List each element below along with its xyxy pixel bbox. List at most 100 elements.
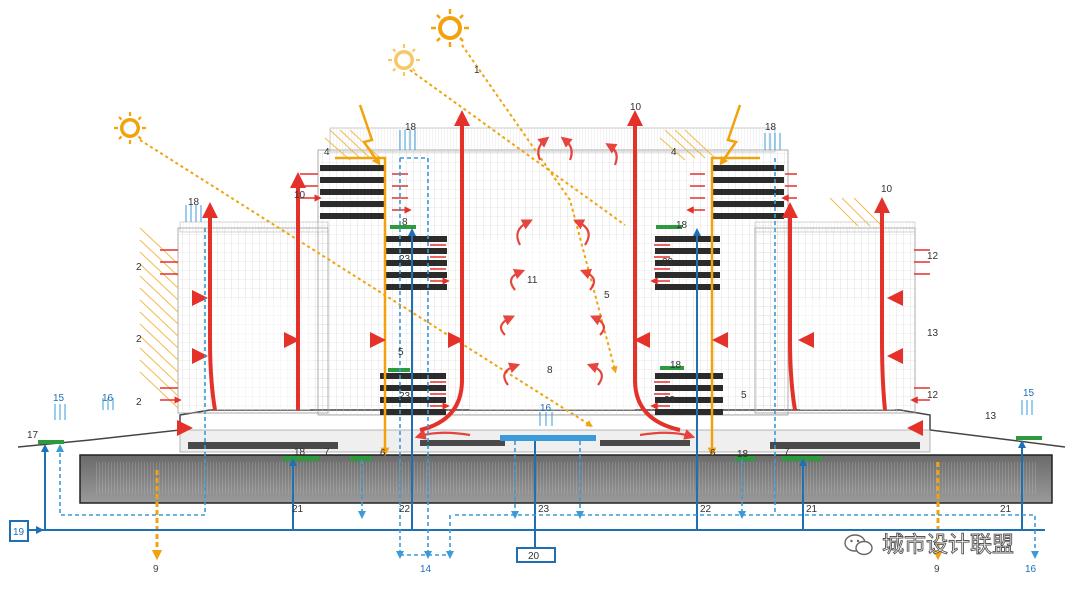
label-22a: 22	[399, 504, 411, 515]
energy-duct-right	[707, 156, 760, 457]
label-1: 1	[474, 65, 480, 76]
label-18d: 18	[676, 220, 688, 231]
label-19: 19	[13, 527, 25, 538]
label-21a: 21	[292, 504, 304, 515]
hot-air-chimneys	[202, 110, 890, 432]
green-edge-left	[38, 440, 64, 444]
right-wing-roof	[754, 221, 916, 233]
lightning-right	[719, 104, 742, 166]
label-15b: 15	[1023, 388, 1035, 399]
green-plaza-2	[350, 456, 372, 461]
label-10b: 10	[630, 102, 642, 113]
sun-icon-large	[431, 9, 469, 47]
solar-rays	[139, 44, 626, 427]
sun-shading-hatch	[139, 129, 883, 409]
right-atrium	[800, 300, 895, 410]
roof-canopy	[329, 127, 776, 153]
label-18c: 18	[765, 122, 777, 133]
label-9b: 9	[934, 564, 940, 575]
green-terrace-right	[660, 366, 684, 370]
green-plaza-3	[735, 456, 755, 461]
green-plaza-1	[283, 456, 319, 461]
energy-lines	[335, 104, 760, 457]
floor-slabs-right-mid	[655, 236, 720, 290]
label-22b: 22	[700, 504, 712, 515]
rain-downpipe-left-outer	[56, 228, 206, 516]
water-collector	[500, 435, 596, 441]
incoming-breeze	[115, 290, 985, 436]
rainwater-dashed	[56, 157, 1035, 555]
label-13a: 13	[927, 328, 939, 339]
label-4a: 4	[324, 147, 330, 158]
energy-duct-left	[335, 156, 390, 457]
plaza-slab-right	[770, 442, 920, 449]
wechat-icon	[844, 534, 873, 556]
green-roof-right	[656, 225, 682, 229]
label-23c: 23	[662, 257, 674, 268]
label-23d: 23	[664, 395, 676, 406]
label-16c: 16	[1025, 564, 1037, 575]
chimney-right-2	[782, 202, 798, 411]
label-2a: 2	[136, 262, 142, 273]
cistern-20	[516, 547, 556, 563]
label-8a: 8	[402, 217, 408, 228]
chimney-left-wing	[202, 202, 218, 411]
label-6a: 6	[380, 448, 386, 459]
label-18f: 18	[294, 447, 306, 458]
label-4b: 4	[671, 147, 677, 158]
label-6b: 6	[710, 448, 716, 459]
sun-ray-1	[139, 139, 593, 427]
plaza-slab-center-r	[600, 440, 690, 446]
sun-ray-2	[409, 69, 626, 226]
watermark-text: 城市设计联盟	[882, 533, 1014, 558]
label-7b: 7	[784, 447, 790, 458]
label-5b: 5	[398, 347, 404, 358]
rainfall-arrows	[54, 130, 1033, 426]
central-water-collector	[500, 435, 596, 441]
atrium-air-swirl	[414, 136, 696, 440]
ground-energy-arrows	[151, 462, 944, 561]
podium-interior	[95, 462, 1037, 494]
label-7a: 7	[324, 447, 330, 458]
watermark: 城市设计联盟	[844, 533, 1014, 558]
label-12a: 12	[927, 251, 939, 262]
floor-slabs-left-mid	[385, 236, 447, 290]
building-structure	[17, 127, 1066, 504]
label-10c: 10	[881, 184, 893, 195]
label-18g: 18	[737, 449, 749, 460]
green-roof-left	[390, 225, 416, 229]
label-21b: 21	[806, 504, 818, 515]
label-13b: 13	[985, 411, 997, 422]
label-17: 17	[27, 430, 39, 441]
label-18e: 18	[670, 360, 682, 371]
rain-loop	[400, 157, 1035, 555]
label-2b: 2	[136, 334, 142, 345]
label-21c: 21	[1000, 504, 1012, 515]
label-15a: 15	[53, 393, 65, 404]
label-20: 20	[528, 551, 540, 562]
label-2c: 2	[136, 397, 142, 408]
label-23a: 23	[399, 254, 411, 265]
sun-icon-medium	[388, 44, 420, 76]
sun-ray-3	[461, 44, 618, 374]
lightning-left	[358, 104, 381, 166]
left-atrium	[215, 300, 310, 410]
chimney-right-wing	[874, 197, 890, 411]
label-23e: 23	[538, 504, 550, 515]
label-11: 11	[527, 275, 538, 286]
plaza-slab-center	[420, 440, 505, 446]
label-16a: 16	[102, 393, 114, 404]
label-23b: 23	[399, 391, 411, 402]
floor-slabs-right-top	[712, 165, 784, 219]
chimney-center-right	[627, 110, 681, 432]
diagram-labels: 1 2 2 2 4 4 5 5 5 6 6 7 7 8 8 9 9 10 10 …	[13, 65, 1037, 575]
plaza-slab-left	[188, 442, 338, 449]
chimney-center-left	[419, 110, 470, 432]
water-system	[9, 228, 1045, 563]
green-terrace-left	[388, 368, 410, 372]
label-12b: 12	[927, 390, 939, 401]
label-18a: 18	[188, 197, 200, 208]
label-16b: 16	[540, 403, 552, 414]
label-5c: 5	[741, 390, 747, 401]
label-18b: 18	[405, 122, 417, 133]
